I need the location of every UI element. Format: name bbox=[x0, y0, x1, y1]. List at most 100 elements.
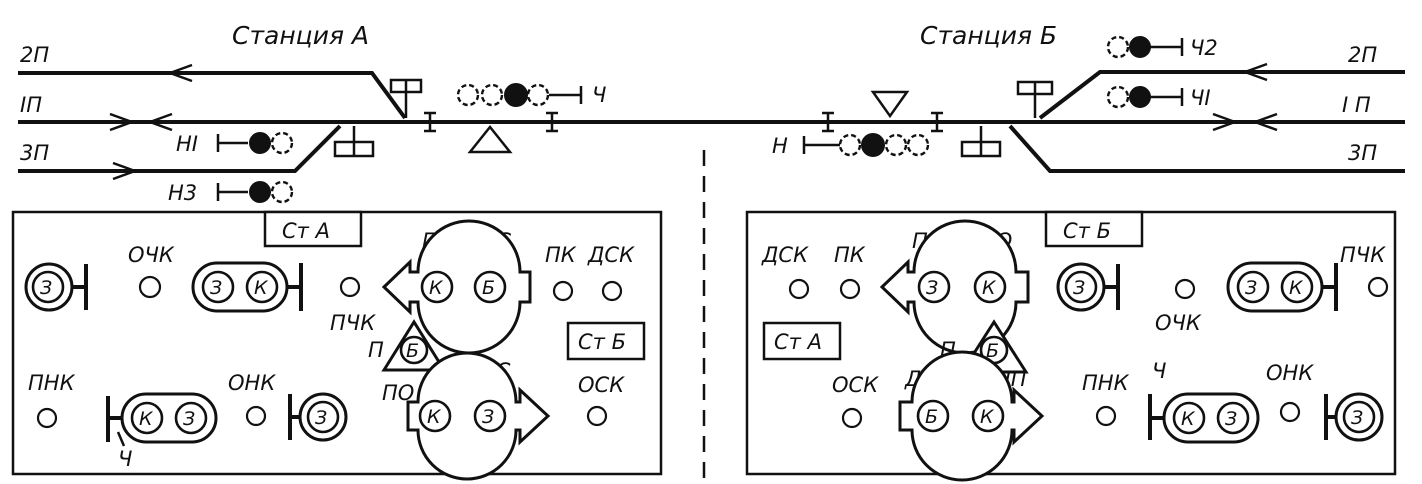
button-group-k-z[interactable]: К З bbox=[106, 392, 218, 447]
track-layout bbox=[18, 62, 1405, 181]
route-button-z-k[interactable]: З К bbox=[879, 219, 1030, 355]
lamp-osk bbox=[841, 407, 863, 429]
station-a-track-3 bbox=[18, 124, 342, 173]
route-button-k-b[interactable]: К Б bbox=[381, 219, 532, 355]
button-z-bottom[interactable]: З bbox=[1324, 392, 1384, 442]
station-b-marker-triangle bbox=[870, 90, 910, 119]
svg-text:ДСК: ДСК bbox=[761, 243, 809, 267]
track-label: 3П bbox=[20, 141, 49, 165]
lamp-pk bbox=[552, 280, 574, 302]
svg-text:ОНК: ОНК bbox=[228, 371, 276, 395]
signal-a-exit-main: НI bbox=[176, 131, 294, 156]
signal-a-entry: Ч bbox=[456, 83, 606, 107]
lamp-onk bbox=[1279, 401, 1301, 423]
lamp-dsk bbox=[601, 280, 623, 302]
svg-text:Ст А: Ст А bbox=[282, 219, 330, 243]
svg-text:ДСК: ДСК bbox=[587, 243, 635, 267]
station-b-track-3 bbox=[1008, 124, 1405, 173]
svg-text:З: З bbox=[926, 277, 938, 299]
svg-text:ОЧК: ОЧК bbox=[1155, 311, 1202, 335]
svg-text:ОСК: ОСК bbox=[832, 373, 879, 397]
svg-text:НI: НI bbox=[176, 132, 198, 156]
svg-text:ОСК: ОСК bbox=[578, 373, 625, 397]
svg-text:К: К bbox=[1289, 277, 1304, 299]
svg-text:Б: Б bbox=[986, 340, 999, 362]
panel-a-header-box bbox=[263, 210, 363, 248]
svg-text:Ч: Ч bbox=[118, 447, 132, 471]
svg-text:К: К bbox=[427, 406, 442, 428]
svg-text:Б: Б bbox=[482, 277, 495, 299]
svg-text:ПНК: ПНК bbox=[28, 371, 76, 395]
svg-text:ПНК: ПНК bbox=[1082, 371, 1130, 395]
svg-text:Ч: Ч bbox=[592, 83, 606, 107]
signal-b-exit-2: Ч2 bbox=[1106, 35, 1218, 60]
svg-text:З: З bbox=[1245, 277, 1257, 299]
svg-text:З: З bbox=[315, 407, 327, 429]
lamp-onk bbox=[245, 405, 267, 427]
svg-text:К: К bbox=[982, 277, 997, 299]
button-z[interactable]: З bbox=[1056, 262, 1120, 312]
track-label: 2П bbox=[20, 43, 49, 67]
button-group-z-k[interactable]: З К bbox=[1226, 261, 1338, 313]
svg-text:ОНК: ОНК bbox=[1266, 361, 1314, 385]
control-panel-station-b: Ст Б Ст А ДСК ПК ПС ПО З К З ОЧК З bbox=[745, 210, 1397, 482]
station-b-track-2 bbox=[1038, 70, 1405, 120]
track-label: IП bbox=[20, 93, 42, 117]
lamp-pnk bbox=[36, 407, 58, 429]
station-b-title: Станция Б bbox=[920, 21, 1057, 50]
svg-text:Ч2: Ч2 bbox=[1190, 36, 1218, 60]
svg-text:К: К bbox=[139, 408, 154, 430]
svg-text:З: З bbox=[183, 408, 195, 430]
station-a-title: Станция А bbox=[232, 21, 369, 50]
svg-text:З: З bbox=[210, 277, 222, 299]
button-group-k-z[interactable]: К З bbox=[1148, 392, 1260, 444]
signal-b-entry: Н bbox=[772, 133, 930, 158]
svg-text:З: З bbox=[1073, 277, 1085, 299]
lamp-dsk bbox=[788, 278, 810, 300]
svg-text:ПЧК: ПЧК bbox=[1340, 243, 1386, 267]
direction-arrow bbox=[1212, 112, 1236, 132]
svg-text:К: К bbox=[254, 277, 269, 299]
track-label: I П bbox=[1342, 93, 1371, 117]
signal-a-exit-3: Н3 bbox=[168, 180, 294, 205]
lamp-ochk bbox=[1174, 278, 1196, 300]
svg-text:К: К bbox=[1181, 408, 1196, 430]
switch-symbol bbox=[333, 126, 375, 158]
svg-text:Ст Б: Ст Б bbox=[1063, 219, 1111, 243]
svg-text:З: З bbox=[1225, 408, 1237, 430]
switch-symbol bbox=[389, 78, 423, 118]
direction-arrow bbox=[1244, 62, 1268, 82]
direction-arrow bbox=[112, 161, 136, 181]
svg-text:Ст А: Ст А bbox=[774, 330, 822, 354]
insulating-joints bbox=[424, 111, 943, 133]
switch-symbol bbox=[960, 126, 1002, 158]
button-z-bottom[interactable]: З bbox=[288, 392, 348, 442]
svg-text:Б: Б bbox=[406, 340, 419, 362]
svg-text:З: З bbox=[1351, 407, 1363, 429]
svg-text:П: П bbox=[368, 338, 384, 362]
track-label: 2П bbox=[1348, 43, 1377, 67]
direction-arrow bbox=[169, 63, 193, 83]
direction-arrow bbox=[1254, 112, 1278, 132]
station-a-marker-triangle bbox=[467, 124, 513, 154]
route-button-k-z[interactable]: К З bbox=[406, 351, 551, 481]
track-label: 3П bbox=[1348, 141, 1377, 165]
svg-text:К: К bbox=[980, 406, 995, 428]
button-z[interactable]: З bbox=[24, 262, 88, 312]
station-a-track-2 bbox=[18, 71, 407, 120]
lamp-osk bbox=[586, 405, 608, 427]
svg-text:ЧI: ЧI bbox=[1190, 86, 1211, 110]
button-group-z-k[interactable]: З К bbox=[191, 261, 303, 313]
panel-a-neighbor-box bbox=[566, 321, 646, 361]
control-panel-station-a: Ст А Ст Б З ОЧК З К ПЧК ПП ДС bbox=[11, 210, 663, 481]
svg-text:Ст Б: Ст Б bbox=[578, 330, 626, 354]
svg-text:ПК: ПК bbox=[834, 243, 866, 267]
svg-text:К: К bbox=[429, 277, 444, 299]
svg-text:Н3: Н3 bbox=[168, 181, 197, 205]
svg-text:З: З bbox=[40, 277, 52, 299]
svg-text:Ч: Ч bbox=[1152, 359, 1166, 383]
lamp-pchk bbox=[339, 276, 361, 298]
panel-b-header-box bbox=[1044, 210, 1144, 248]
route-button-b-k[interactable]: Б К bbox=[898, 350, 1045, 482]
